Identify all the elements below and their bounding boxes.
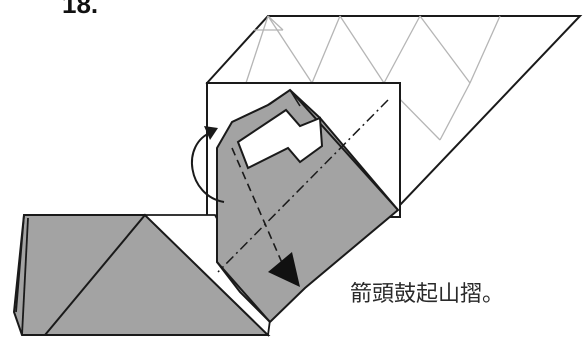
valley-guide-line [231, 147, 287, 273]
fold-direction-arrow-icon [268, 252, 300, 287]
instruction-caption: 箭頭鼓起山摺。 [350, 282, 505, 307]
flap-edge-lines [216, 89, 399, 323]
pocket-top-fold [231, 88, 301, 123]
mountain-fold-line [217, 99, 389, 273]
curved-arrow-head [204, 126, 218, 140]
step-number: 18. [62, 0, 99, 19]
squash-pocket [236, 108, 324, 170]
left-pleat-lines [15, 214, 29, 336]
back-flap-creases [245, 15, 501, 141]
curved-arrow-icon [190, 131, 225, 203]
